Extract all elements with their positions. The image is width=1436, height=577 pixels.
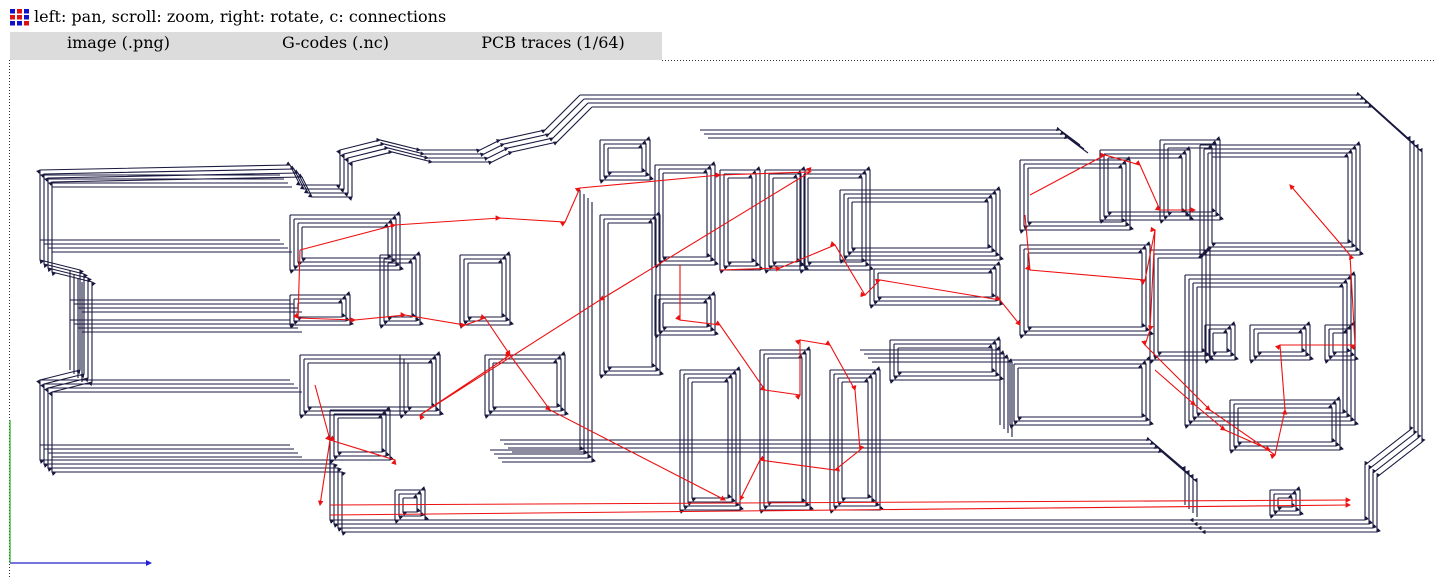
grid-app-icon: [10, 9, 29, 26]
trace-path: [700, 126, 1081, 146]
trace-path: [1013, 359, 1151, 426]
trace-path: [1277, 493, 1297, 512]
connection-lines: [292, 152, 1356, 516]
tab-image-png[interactable]: image (.png): [67, 33, 170, 52]
trace-path: [403, 354, 441, 416]
connection-path: [1154, 369, 1272, 451]
trace-path: [467, 258, 507, 322]
connection-path: [329, 497, 1352, 506]
trace-path: [297, 218, 397, 267]
trace-path: [607, 143, 647, 177]
trace-path: [297, 298, 347, 322]
connection-path: [719, 241, 1021, 326]
trace-path: [492, 358, 562, 412]
icon-cell: [17, 9, 22, 14]
trace-path: [708, 134, 1089, 154]
trace-path: [1249, 320, 1315, 365]
trace-path: [504, 440, 1190, 509]
trace-path: [1019, 240, 1155, 340]
icon-cell: [24, 9, 29, 14]
trace-path: [47, 103, 1426, 537]
trace-path: [662, 298, 712, 332]
trace-path: [772, 173, 802, 267]
trace-path: [839, 185, 1005, 265]
title-bar: left: pan, scroll: zoom, right: rotate, …: [0, 0, 1436, 32]
tab-pcb-traces[interactable]: PCB traces (1/64): [481, 33, 625, 52]
tab-bar: image (.png) G-codes (.nc) PCB traces (1…: [10, 32, 662, 60]
connection-path: [299, 166, 813, 501]
trace-path: [893, 339, 1001, 381]
trace-path: [1027, 248, 1147, 332]
trace-path: [603, 214, 661, 376]
trace-path: [1149, 245, 1215, 365]
trace-path: [1103, 149, 1191, 221]
trace-path: [1023, 159, 1131, 231]
trace-path: [658, 164, 716, 266]
trace-path: [498, 198, 593, 459]
trace-path: [860, 345, 1001, 425]
tab-gcodes-nc[interactable]: G-codes (.nc): [282, 33, 389, 52]
trace-path: [387, 258, 417, 322]
trace-path: [767, 353, 807, 507]
connection-path: [1029, 152, 1197, 213]
trace-path: [1196, 282, 1348, 418]
trace-path: [807, 173, 867, 267]
x-axis-arrowhead: [146, 560, 152, 566]
trace-path: [872, 357, 1013, 437]
trace-path: [869, 260, 1005, 310]
trace-path: [719, 165, 765, 275]
trace-path: [1009, 355, 1155, 430]
icon-cell: [10, 21, 15, 26]
trace-path: [607, 218, 657, 372]
trace-path: [293, 214, 401, 271]
trace-path: [843, 189, 1001, 261]
trace-path: [864, 349, 1005, 429]
icon-cell: [10, 15, 15, 20]
trace-path: [1023, 244, 1151, 336]
trace-path: [868, 353, 1009, 433]
trace-path: [889, 335, 1005, 385]
connection-path: [314, 384, 398, 507]
trace-path: [658, 294, 716, 336]
trace-path: [337, 413, 387, 457]
trace-path: [502, 202, 597, 463]
trace-path: [1157, 253, 1207, 357]
trace-path: [407, 358, 437, 412]
trace-path: [1153, 249, 1211, 361]
icon-cell: [10, 9, 15, 14]
icon-cell: [17, 21, 22, 26]
trace-path: [1211, 152, 1353, 248]
trace-path: [897, 343, 997, 377]
trace-path: [1332, 328, 1352, 357]
pcb-traces: [35, 91, 1426, 537]
trace-path: [704, 130, 1085, 150]
trace-path: [764, 165, 810, 275]
trace-path: [603, 139, 651, 181]
trace-path: [1107, 153, 1187, 217]
icon-cell: [17, 15, 22, 20]
connection-path: [292, 249, 511, 356]
trace-path: [851, 197, 993, 253]
trace-path: [303, 354, 441, 416]
trace-path: [723, 169, 761, 271]
trace-path: [654, 290, 720, 340]
trace-path: [488, 354, 566, 416]
trace-path: [1017, 363, 1147, 422]
trace-path: [301, 222, 393, 263]
trace-path: [307, 358, 437, 412]
connection-path: [329, 502, 1352, 516]
trace-path: [662, 168, 712, 262]
trace-path: [463, 254, 511, 326]
trace-path: [1212, 328, 1232, 357]
trace-path: [1273, 489, 1301, 516]
controls-hint: left: pan, scroll: zoom, right: rotate, …: [34, 7, 447, 26]
icon-cell: [24, 21, 29, 26]
trace-path: [877, 268, 997, 302]
icon-cell: [24, 15, 29, 20]
trace-path: [1192, 278, 1352, 422]
connection-path: [675, 265, 865, 501]
